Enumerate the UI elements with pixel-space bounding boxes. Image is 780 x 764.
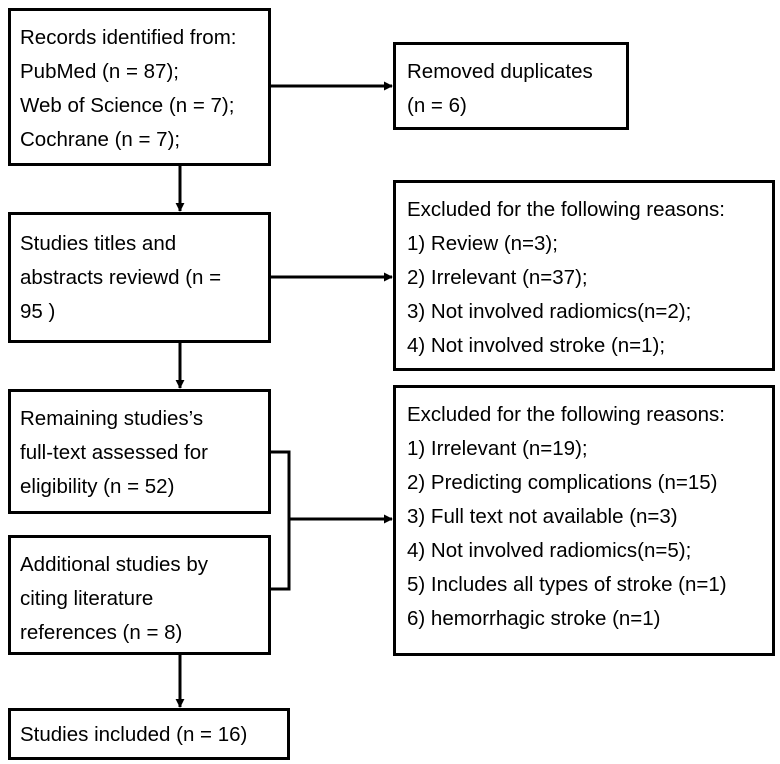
exclusion-reasons-screening-box: Excluded for the following reasons: 1) R… (393, 180, 775, 371)
exclusion2-line: 4) Not involved radiomics(n=5); (407, 539, 692, 562)
exclusion1-line: Excluded for the following reasons: (407, 198, 725, 221)
exclusion-reasons-fulltext-box: Excluded for the following reasons: 1) I… (393, 385, 775, 656)
additional-line: Additional studies by (20, 553, 209, 576)
exclusion1-line: 1) Review (n=3); (407, 232, 558, 255)
additional-line: citing literature (20, 587, 154, 610)
exclusion2-line: 6) hemorrhagic stroke (n=1) (407, 607, 661, 630)
removed-duplicates-box: Removed duplicates (n = 6) (393, 42, 629, 130)
exclusion1-line: 2) Irrelevant (n=37); (407, 266, 588, 289)
exclusion1-line: 3) Not involved radiomics(n=2); (407, 300, 692, 323)
bracket-fulltext-additional (270, 450, 291, 591)
records-line: Records identified from: (20, 26, 237, 49)
fulltext-line: eligibility (n = 52) (20, 475, 175, 498)
included-line: Studies included (n = 16) (20, 723, 248, 746)
fulltext-assessed-box: Remaining studies’s full-text assessed f… (8, 389, 271, 514)
screening-line: 95 ) (20, 300, 56, 323)
exclusion2-line: 2) Predicting complications (n=15) (407, 471, 718, 494)
exclusion2-line: 3) Full text not available (n=3) (407, 505, 678, 528)
studies-included-box: Studies included (n = 16) (8, 708, 290, 760)
records-identified-box: Records identified from: PubMed (n = 87)… (8, 8, 271, 166)
records-line: Cochrane (n = 7); (20, 128, 181, 151)
records-line: PubMed (n = 87); (20, 60, 179, 83)
exclusion2-line: 5) Includes all types of stroke (n=1) (407, 573, 727, 596)
exclusion1-line: 4) Not involved stroke (n=1); (407, 334, 666, 357)
duplicates-line: Removed duplicates (407, 60, 593, 83)
records-line: Web of Science (n = 7); (20, 94, 235, 117)
exclusion2-line: Excluded for the following reasons: (407, 403, 725, 426)
additional-studies-box: Additional studies by citing literature … (8, 535, 271, 655)
title-abstract-screening-box: Studies titles and abstracts reviewd (n … (8, 212, 271, 343)
fulltext-line: Remaining studies’s (20, 407, 204, 430)
duplicates-line: (n = 6) (407, 94, 467, 117)
screening-line: abstracts reviewd (n = (20, 266, 222, 289)
additional-line: references (n = 8) (20, 621, 183, 644)
exclusion2-line: 1) Irrelevant (n=19); (407, 437, 588, 460)
screening-line: Studies titles and (20, 232, 177, 255)
fulltext-line: full-text assessed for (20, 441, 208, 464)
